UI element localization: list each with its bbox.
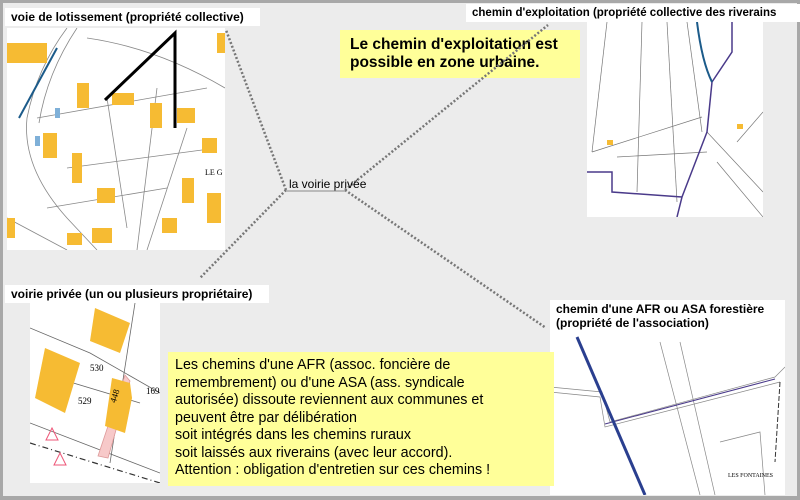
note-line: autorisée) dissoute reviennent aux commu… <box>175 392 484 408</box>
note-afr-asa: Les chemins d'une AFR (assoc. foncière d… <box>168 352 554 486</box>
map-place-name: LE G <box>205 168 223 177</box>
node-chemin-exploitation: chemin d'exploitation (propriété collect… <box>466 4 800 22</box>
map-voirie-privee: 530 529 448 169 <box>30 303 160 483</box>
note-line: soit intégrés dans les chemins ruraux <box>175 427 412 443</box>
center-node: la voirie privée <box>289 177 367 191</box>
node-voirie-privee: voirie privée (un ou plusieurs propriéta… <box>5 285 269 303</box>
note-line: Le chemin d'exploitation est <box>350 36 558 53</box>
map-afr: LES FONTAINES <box>550 332 785 495</box>
map-place-name: LES FONTAINES <box>728 473 774 479</box>
parcel-label: 169 <box>146 386 160 396</box>
node-voie-lotissement: voie de lotissement (propriété collectiv… <box>5 8 260 26</box>
node-label-line: chemin d'une AFR ou ASA forestière <box>556 302 765 316</box>
note-line: possible en zone urbaine. <box>350 54 540 71</box>
note-line: remembrement) ou d'une ASA (ass. syndica… <box>175 374 465 391</box>
note-line: peuvent être par délibération <box>175 409 358 426</box>
parcel-label: 529 <box>78 396 92 406</box>
node-label-line: (propriété de l'association) <box>556 316 709 330</box>
map-exploitation <box>587 22 763 217</box>
parcel-label: 530 <box>90 363 104 373</box>
note-line: Les chemins d'une AFR (assoc. foncière d… <box>175 357 451 373</box>
note-zone-urbaine: Le chemin d'exploitation est possible en… <box>340 30 580 78</box>
node-chemin-afr: chemin d'une AFR ou ASA forestière (prop… <box>550 300 785 332</box>
note-line: Attention : obligation d'entretien sur c… <box>175 462 491 478</box>
note-line: soit laissés aux riverains (avec leur ac… <box>175 444 453 461</box>
map-lotissement: LE G <box>7 28 225 250</box>
